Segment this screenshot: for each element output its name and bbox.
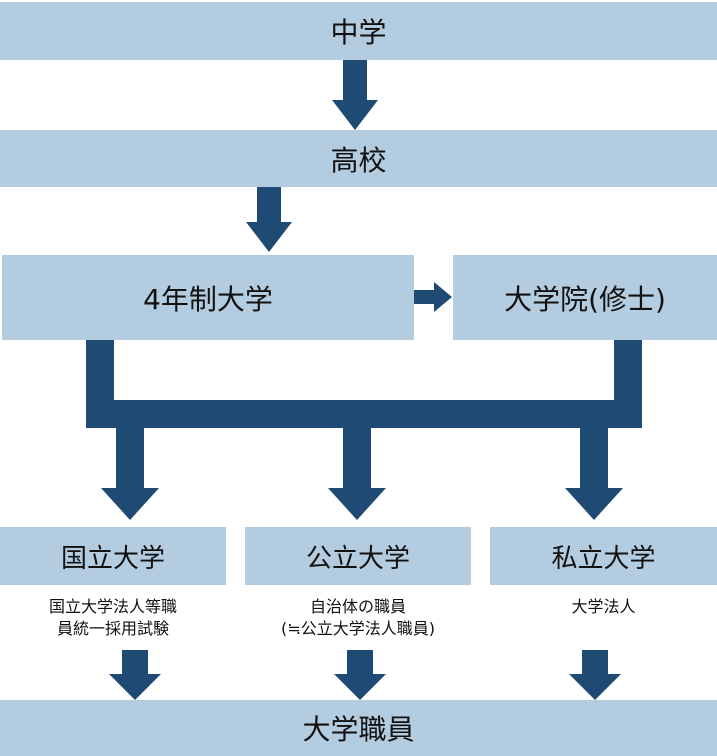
category-national: 国立大学 <box>0 527 226 585</box>
stage-high-school-label: 高校 <box>330 143 387 177</box>
connector-merge-bar <box>86 400 642 428</box>
arrow-right-icon <box>414 282 452 312</box>
arrow-down-icon <box>246 187 292 252</box>
category-national-label: 国立大学 <box>60 543 165 574</box>
stage-junior-high-label: 中学 <box>330 16 387 49</box>
category-public-note: 自治体の職員 (≒公立大学法人職員) <box>245 596 471 640</box>
category-private: 私立大学 <box>490 527 717 585</box>
stage-graduate-school: 大学院(修士) <box>453 255 717 340</box>
category-national-note-line: 員統一採用試験 <box>56 619 169 638</box>
arrow-down-icon <box>569 650 621 700</box>
stage-university-staff-label: 大学職員 <box>302 713 415 746</box>
category-national-note-line: 国立大学法人等職 <box>48 597 177 616</box>
arrow-down-icon <box>332 60 378 130</box>
stage-graduate-school-label: 大学院(修士) <box>504 282 666 316</box>
category-public-label: 公立大学 <box>305 543 410 574</box>
category-public: 公立大学 <box>245 527 471 585</box>
arrow-down-icon <box>565 428 623 520</box>
stage-high-school: 高校 <box>0 130 717 187</box>
arrow-down-icon <box>328 428 386 520</box>
arrow-down-icon <box>109 650 161 700</box>
stage-university-staff: 大学職員 <box>0 700 717 756</box>
category-private-note-line: 大学法人 <box>571 597 636 616</box>
category-public-note-line: 自治体の職員 <box>309 597 406 616</box>
category-public-note-line: (≒公立大学法人職員) <box>281 619 435 638</box>
stage-university: 4年制大学 <box>2 255 414 340</box>
stage-junior-high: 中学 <box>0 2 717 60</box>
arrow-down-icon <box>334 650 386 700</box>
category-national-note: 国立大学法人等職 員統一採用試験 <box>0 596 226 640</box>
connector-graduate-down <box>614 340 642 402</box>
category-private-note: 大学法人 <box>490 596 717 618</box>
stage-university-label: 4年制大学 <box>143 282 273 316</box>
arrow-down-icon <box>101 428 159 520</box>
connector-university-down <box>86 340 114 402</box>
category-private-label: 私立大学 <box>551 543 656 574</box>
